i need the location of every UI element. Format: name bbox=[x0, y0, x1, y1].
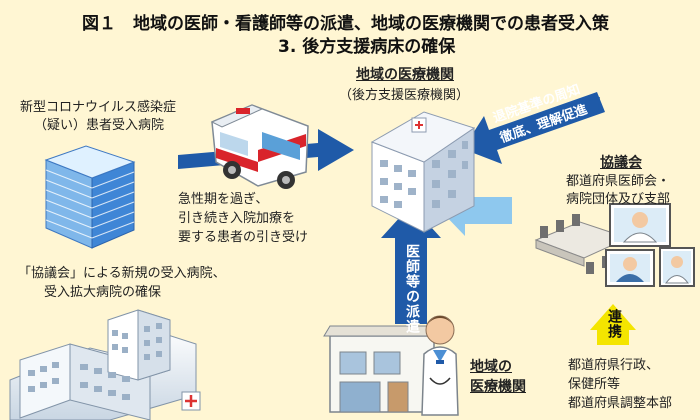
transfer-note-line2: 引き続き入院加療を bbox=[178, 211, 296, 226]
doctor-icon bbox=[421, 315, 459, 416]
title-line2: 3. 後方支援病床の確保 bbox=[278, 37, 456, 57]
local-clinic-icon bbox=[323, 325, 441, 413]
new-hospital-line2: 受入拡大病院の確保 bbox=[44, 285, 162, 300]
coordination-label: 連携 bbox=[606, 309, 622, 339]
infection-hospital-line1: 新型コロナウイルス感染症 bbox=[20, 100, 177, 115]
infection-hospital-line2: （疑い）患者受入病院 bbox=[34, 118, 165, 133]
center-hospital-icon bbox=[370, 111, 476, 233]
coordination-arrow bbox=[590, 304, 636, 345]
local-facility-line2: 医療機関 bbox=[470, 379, 526, 395]
dispatch-arrow-label: 医師等の派遣 bbox=[404, 244, 420, 334]
center-facility-sub: （後方支援医療機関） bbox=[339, 88, 470, 103]
new-hospital-line1: 「協議会」による新規の受入病院、 bbox=[18, 266, 226, 281]
video-conference-icon bbox=[605, 203, 695, 287]
council-arrow bbox=[463, 92, 605, 164]
ambulance-icon bbox=[210, 104, 309, 189]
transfer-note-line1: 急性期を過ぎ、 bbox=[178, 192, 269, 207]
local-facility-line1: 地域の bbox=[470, 359, 512, 375]
admin-line1: 都道府県行政、 bbox=[568, 358, 660, 373]
title-line1: 図１ 地域の医師・看護師等の派遣、地域の医療機関での患者受入策 bbox=[82, 14, 609, 34]
council-line2: 病院団体及び支部 bbox=[566, 192, 671, 207]
admin-line2: 保健所等 bbox=[568, 377, 621, 392]
council-name: 協議会 bbox=[600, 155, 642, 171]
center-facility-name: 地域の医療機関 bbox=[356, 67, 454, 83]
transfer-note-line3: 要する患者の引き受け bbox=[178, 230, 309, 245]
new-hospital-icon bbox=[9, 309, 201, 420]
infection-hospital-icon bbox=[44, 145, 136, 249]
admin-line3: 都道府県調整本部 bbox=[568, 396, 673, 411]
dispatch-arrow bbox=[381, 205, 441, 324]
council-line1: 都道府県医師会・ bbox=[566, 174, 671, 189]
